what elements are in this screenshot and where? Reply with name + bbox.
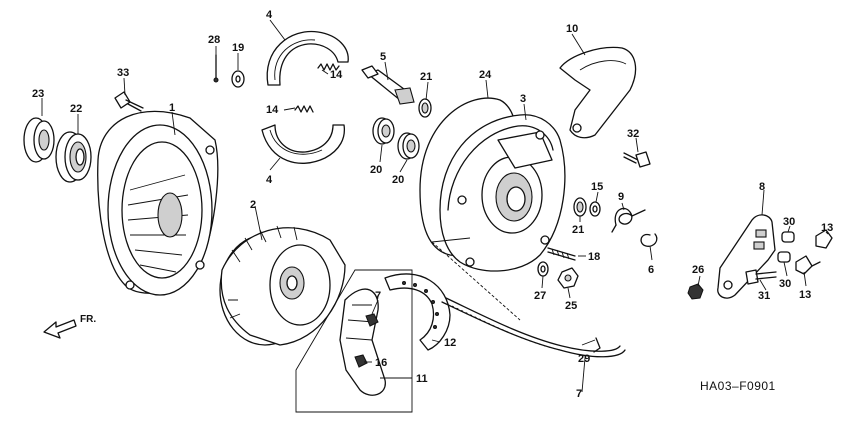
bolt-part-16[interactable] (354, 354, 368, 368)
part-label-22: 22 (70, 103, 82, 115)
part-label-10: 10 (566, 23, 578, 35)
brake-drum-part[interactable] (219, 225, 346, 346)
wing-nut-part-13-upper[interactable] (815, 229, 833, 249)
part-label-23: 23 (32, 88, 44, 100)
part-label-30-lower: 30 (779, 278, 791, 290)
part-label-7-cable: 7 (576, 388, 582, 400)
shoe-lining-part-12[interactable] (384, 273, 451, 351)
brake-shoe-upper-part[interactable] (266, 30, 349, 86)
part-label-13-upper: 13 (821, 222, 833, 234)
part-label-21-lower: 21 (572, 224, 584, 236)
part-label-31: 31 (758, 290, 770, 302)
bearing-part-21-upper[interactable] (418, 98, 432, 118)
leader-lines (41, 19, 829, 393)
pin-part-28[interactable] (213, 54, 219, 83)
part-label-1: 1 (169, 102, 175, 114)
spring-part-14-upper[interactable] (317, 63, 340, 71)
bolt-part-31[interactable] (745, 269, 777, 285)
washer-part-27[interactable] (537, 261, 549, 277)
bolt-part-7-inner[interactable] (365, 313, 379, 327)
stud-bolt-part-18[interactable] (547, 247, 576, 261)
part-label-16: 16 (375, 357, 387, 369)
nut-part-26[interactable] (687, 283, 704, 300)
brake-shoe-lower-part[interactable] (261, 124, 346, 164)
panel-cover-part-10[interactable] (559, 46, 637, 139)
collar-part-30-upper[interactable] (781, 231, 795, 243)
part-label-13-lower: 13 (799, 289, 811, 301)
part-label-5: 5 (380, 51, 386, 63)
brake-drum-housing-part[interactable] (97, 110, 219, 296)
spring-part-14-lower[interactable] (294, 105, 314, 113)
part-label-25: 25 (565, 300, 577, 312)
bolt-part-32[interactable] (623, 151, 651, 168)
washer-part-15[interactable] (589, 201, 601, 217)
part-label-12: 12 (444, 337, 456, 349)
part-label-20-right: 20 (392, 174, 404, 186)
part-label-20-left: 20 (370, 164, 382, 176)
part-label-28: 28 (208, 34, 220, 46)
brake-cable-part-7[interactable] (441, 297, 626, 358)
part-label-24: 24 (479, 69, 492, 81)
figure-code: HA03–F0901 (700, 379, 776, 393)
part-label-4-upper: 4 (266, 9, 273, 21)
part-label-27: 27 (534, 290, 546, 302)
part-label-4-lower: 4 (266, 174, 273, 186)
front-direction-label: FR. (80, 314, 96, 325)
part-label-15: 15 (591, 181, 603, 193)
nut-part-25[interactable] (557, 267, 579, 289)
brake-camshaft-part[interactable] (361, 65, 415, 105)
part-label-30-upper: 30 (783, 216, 795, 228)
part-label-21-upper: 21 (420, 71, 432, 83)
bearing-part-21-lower[interactable] (573, 197, 587, 217)
bearing-part-22[interactable] (55, 131, 92, 183)
needle-bearing-part-20-left[interactable] (372, 117, 395, 145)
oil-seal-part[interactable] (23, 117, 55, 163)
part-label-33: 33 (117, 67, 129, 79)
part-label-11: 11 (416, 373, 428, 385)
wing-nut-part-13-lower[interactable] (795, 255, 821, 275)
part-label-2: 2 (250, 199, 256, 211)
part-label-26: 26 (692, 264, 704, 276)
part-label-9: 9 (618, 191, 624, 203)
front-direction-arrow-icon (43, 319, 77, 339)
circlip-part-6[interactable] (640, 233, 658, 247)
part-label-14-lower: 14 (266, 104, 279, 116)
brake-arm-part-8[interactable] (717, 214, 776, 299)
part-label-18: 18 (588, 251, 600, 263)
part-label-32: 32 (627, 128, 639, 140)
brake-panel-part[interactable] (439, 114, 566, 272)
part-label-14-upper: 14 (330, 69, 343, 81)
part-label-19: 19 (232, 42, 244, 54)
collar-part-30-lower[interactable] (777, 251, 791, 263)
needle-bearing-part-20-right[interactable] (397, 132, 420, 160)
return-spring-part-9[interactable] (611, 207, 646, 233)
part-label-29: 29 (578, 353, 590, 365)
part-label-3: 3 (520, 93, 526, 105)
part-label-6: 6 (648, 264, 654, 276)
bolt-part-33[interactable] (114, 91, 144, 112)
part-label-8: 8 (759, 181, 765, 193)
washer-part-19[interactable] (231, 70, 245, 88)
part-label-7-inner: 7 (375, 290, 381, 302)
